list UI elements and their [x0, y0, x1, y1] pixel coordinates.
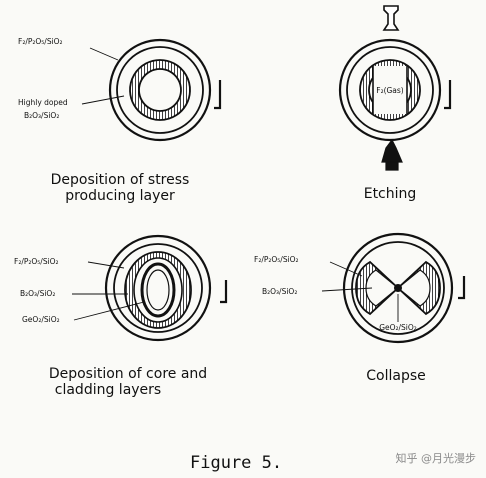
gas-nozzle-top [382, 5, 400, 31]
caption-producing-layer: producing layer [65, 188, 175, 204]
rotation-mark [220, 280, 228, 304]
label-highly-doped: Highly doped [18, 98, 68, 107]
core-layer [140, 262, 176, 318]
watermark: 知乎 @月光漫步 [396, 451, 477, 465]
panel-etching: F₂(Gas) Etching [338, 5, 452, 202]
cladding-ring [116, 46, 204, 134]
label-geo2-sio2: GeO₂/SiO₂ [22, 315, 60, 324]
outer-tube [338, 38, 442, 142]
cladding-ring [346, 46, 434, 134]
label-f2-p2o5-sio2: F₂/P₂O₅/SiO₂ [14, 257, 59, 266]
cladding-ring [351, 241, 445, 335]
label-f2-gas: F₂(Gas) [376, 86, 404, 95]
label-f2-p2o5-sio2: F₂/P₂O₅/SiO₂ [254, 255, 299, 264]
outer-tube [108, 38, 212, 142]
panel-collapse: F₂/P₂O₅/SiO₂ B₂O₃/SiO₂ GeO₂/SiO₂ Collaps… [254, 232, 466, 384]
rotation-mark [444, 80, 452, 110]
label-b2o3-sio2: B₂O₃/SiO₂ [24, 111, 59, 120]
caption-deposition-core: Deposition of core and [49, 366, 207, 382]
label-f2-p2o5-sio2: F₂/P₂O₅/SiO₂ [18, 37, 63, 46]
label-b2o3-sio2: B₂O₃/SiO₂ [262, 287, 297, 296]
cladding-ring [113, 243, 203, 333]
rotation-mark [214, 80, 222, 110]
caption-cladding-layers: cladding layers [55, 382, 161, 398]
label-b2o3-sio2: B₂O₃/SiO₂ [20, 289, 55, 298]
figure-caption: Figure 5. [190, 453, 282, 473]
caption-collapse: Collapse [366, 368, 426, 384]
gas-nozzle-bottom [381, 138, 403, 171]
panel-core-cladding-deposition: F₂/P₂O₅/SiO₂ B₂O₃/SiO₂ GeO₂/SiO₂ Deposit… [14, 234, 228, 398]
outer-tube [104, 234, 212, 342]
stress-layer-ring [129, 59, 191, 121]
label-geo2-sio2: GeO₂/SiO₂ [379, 323, 417, 332]
panel-stress-layer-deposition: F₂/P₂O₅/SiO₂ Highly doped B₂O₃/SiO₂ Depo… [18, 37, 222, 204]
caption-etching: Etching [364, 186, 417, 202]
outer-tube [342, 232, 454, 344]
caption-deposition-stress: Deposition of stress [51, 172, 190, 188]
rotation-mark [458, 276, 466, 300]
core-dot [394, 284, 402, 292]
